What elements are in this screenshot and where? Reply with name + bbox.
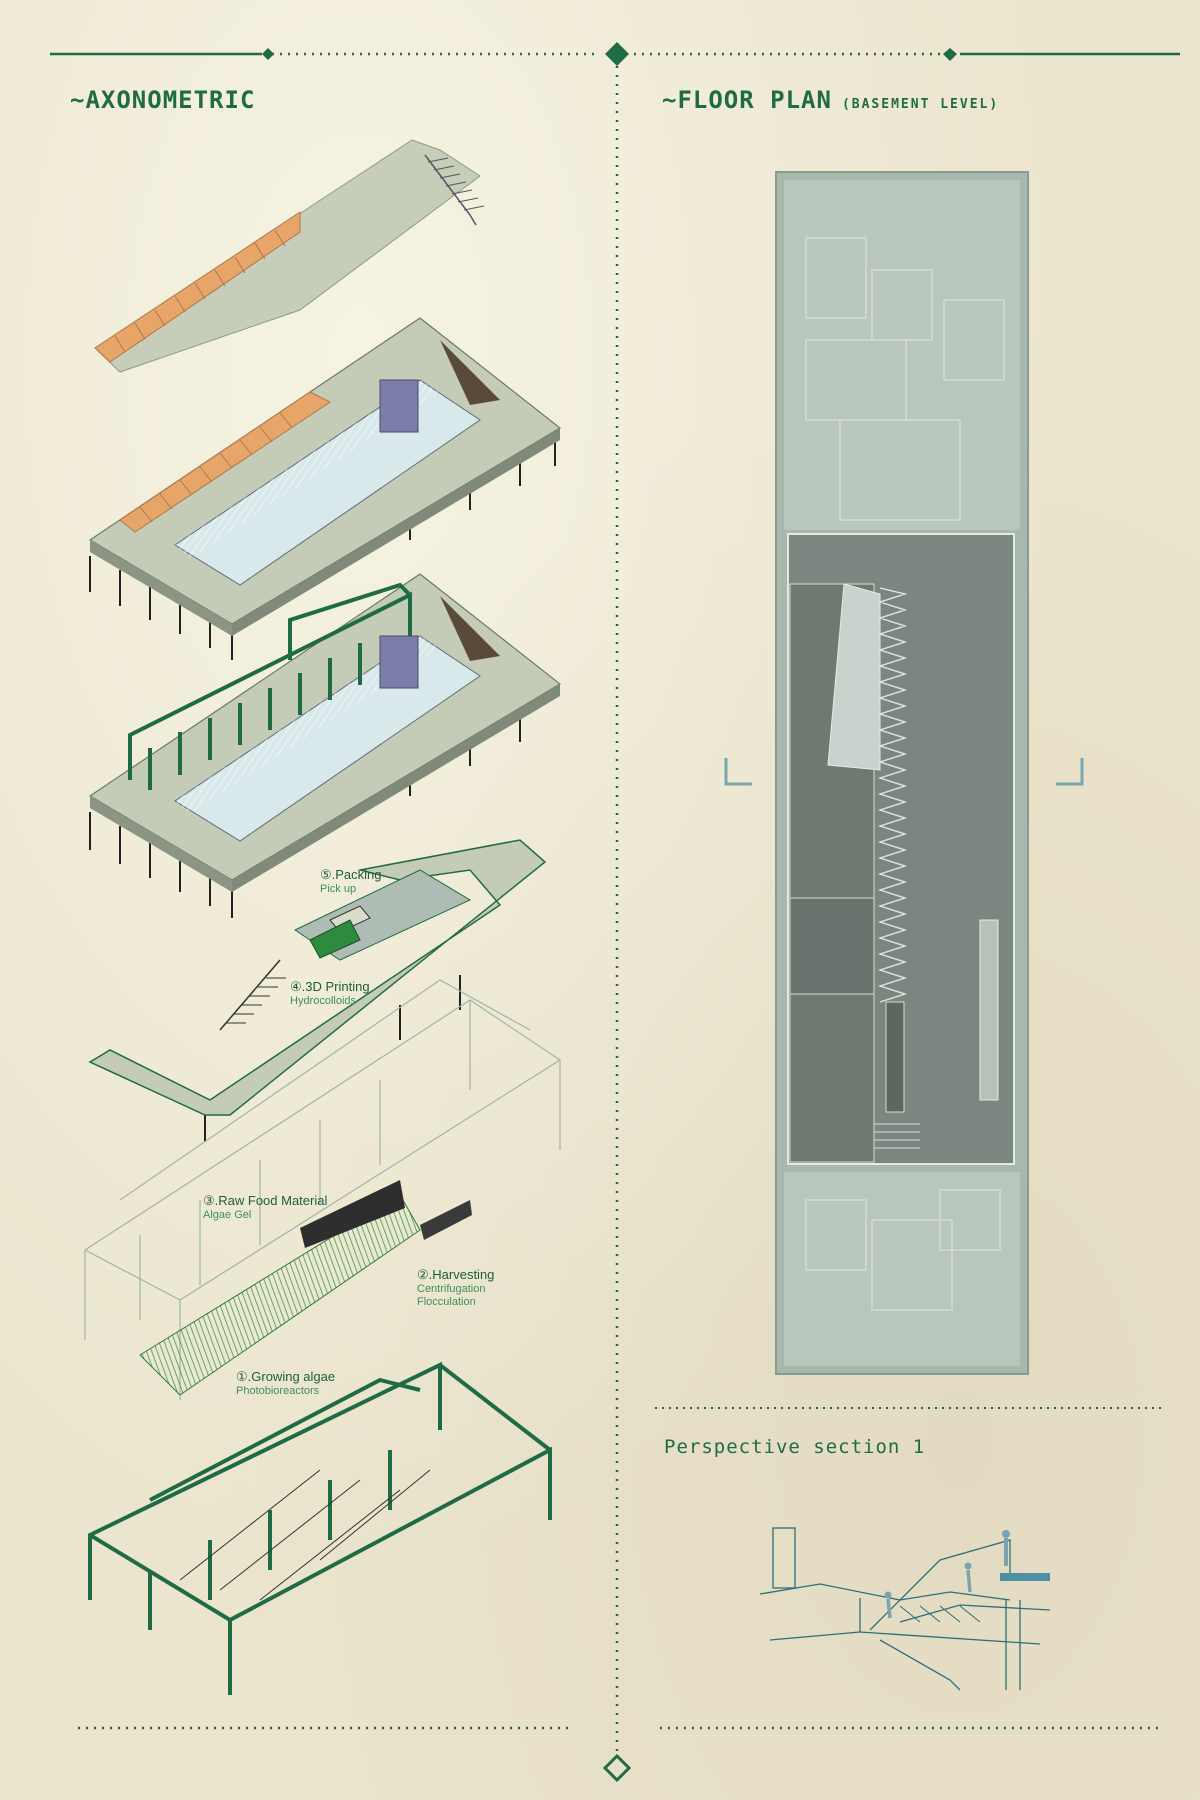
floor-plan-subtitle: (BASEMENT LEVEL) <box>841 97 1000 112</box>
ornament-diamond-icon <box>605 42 629 66</box>
label-packing: ⑤.Packing Pick up <box>320 867 382 896</box>
axo-layer-algae <box>84 979 561 1400</box>
perspective-section <box>759 1527 1051 1691</box>
axo-layer-roof <box>94 139 485 373</box>
label-raw-food-title: ③.Raw Food Material <box>203 1193 328 1208</box>
ornament-diamond-icon <box>943 48 957 61</box>
label-raw-food-subtitle: Algae Gel <box>203 1208 252 1221</box>
label-growing-algae: ①.Growing algae Photobioreactors <box>236 1369 336 1398</box>
label-packing-subtitle: Pick up <box>320 882 357 895</box>
floor-plan-title-text: ~FLOOR PLAN <box>662 86 832 114</box>
floor-plan-title: ~FLOOR PLAN (BASEMENT LEVEL) <box>662 86 999 114</box>
axo-layer-slab <box>88 317 562 660</box>
label-3d-printing-title: ④.3D Printing <box>290 979 370 994</box>
label-harvesting-subtitle-2: Flocculation <box>417 1295 476 1308</box>
ornament-diamond-icon <box>602 1753 632 1783</box>
perspective-section-title: Perspective section 1 <box>664 1436 926 1458</box>
axo-layer-structure <box>88 1361 552 1695</box>
label-growing-algae-title: ①.Growing algae <box>236 1369 336 1384</box>
label-harvesting-title: ②.Harvesting <box>417 1267 495 1282</box>
label-growing-algae-subtitle: Photobioreactors <box>236 1384 320 1397</box>
axonometric-title: ~AXONOMETRIC <box>70 86 256 114</box>
top-rule <box>50 42 1180 66</box>
label-raw-food: ③.Raw Food Material Algae Gel <box>203 1193 328 1222</box>
label-3d-printing: ④.3D Printing Hydrocolloids <box>290 979 370 1008</box>
label-harvesting: ②.Harvesting Centrifugation Flocculation <box>417 1267 495 1308</box>
label-harvesting-subtitle: Centrifugation <box>417 1282 486 1295</box>
axo-layer-frame <box>88 573 562 918</box>
axo-layer-ramp <box>88 839 547 1142</box>
label-packing-title: ⑤.Packing <box>320 867 382 882</box>
label-3d-printing-subtitle: Hydrocolloids <box>290 994 357 1007</box>
ornament-diamond-icon <box>262 48 274 60</box>
floor-plan <box>724 171 1084 1375</box>
